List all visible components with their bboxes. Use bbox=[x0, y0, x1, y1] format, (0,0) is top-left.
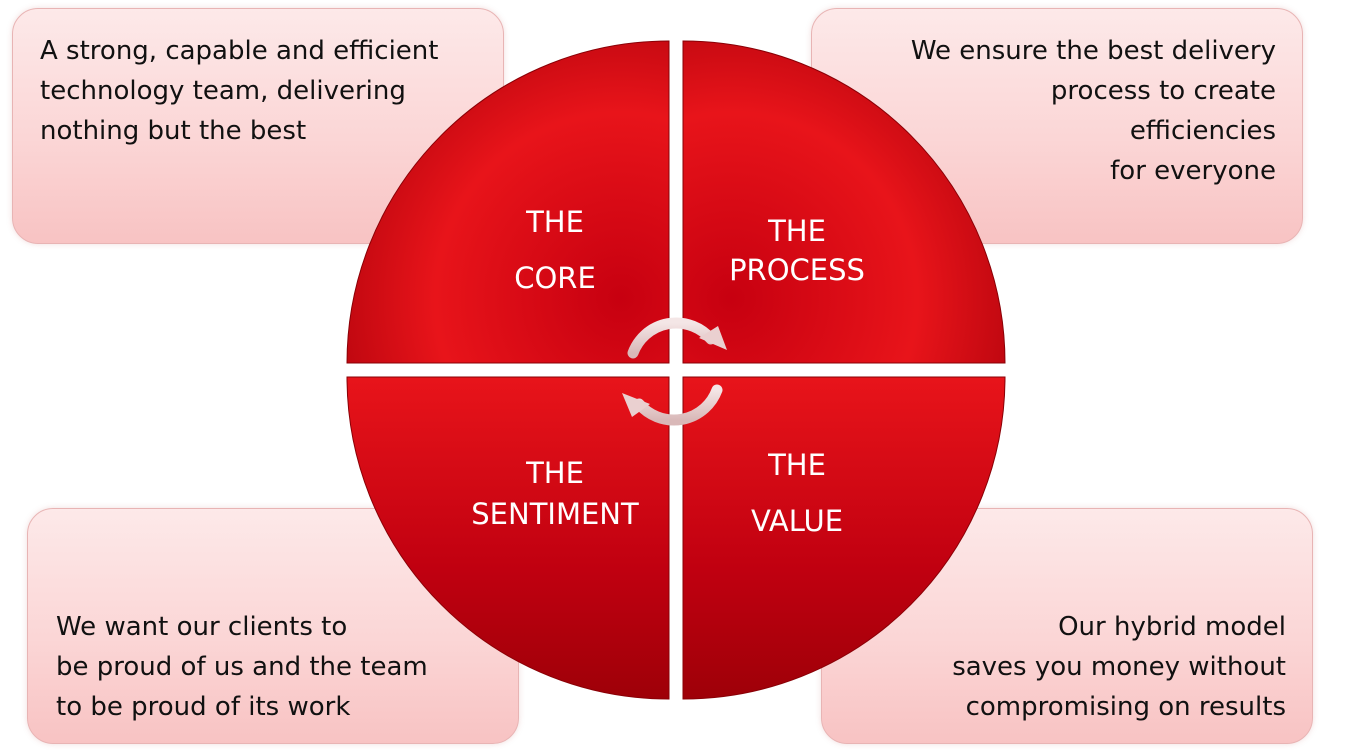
cycle-arrow-top-icon bbox=[627, 317, 717, 359]
quadrant-process bbox=[682, 40, 1006, 364]
description-process-text: We ensure the best delivery process to c… bbox=[910, 36, 1276, 186]
quadrant-value-label-line2: VALUE bbox=[751, 504, 843, 538]
quadrant-core-label-line1: THE bbox=[525, 205, 584, 239]
quadrant-process-label-line1: THE bbox=[767, 214, 826, 248]
quadrant-process-label-line2: PROCESS bbox=[729, 253, 865, 287]
quadrant-value bbox=[682, 376, 1006, 700]
description-core-text: A strong, capable and efficient technolo… bbox=[40, 36, 439, 146]
quadrant-core bbox=[346, 40, 670, 364]
cycle-arrow-top-head-icon bbox=[699, 326, 727, 350]
quadrant-wheel: THE CORE THE PROCESS THE SENTIMENT THE V… bbox=[346, 40, 1006, 700]
quadrant-core-label-line2: CORE bbox=[514, 261, 596, 295]
cycle-arrow-bottom-icon bbox=[633, 384, 723, 426]
description-value-text: Our hybrid model saves you money without… bbox=[952, 612, 1286, 722]
quadrant-sentiment bbox=[346, 376, 670, 700]
quadrant-sentiment-label-line2: SENTIMENT bbox=[471, 497, 639, 531]
quadrant-sentiment-label-line1: THE bbox=[525, 456, 584, 490]
cycle-arrows-icon bbox=[622, 317, 727, 426]
quadrant-value-label-line1: THE bbox=[767, 448, 826, 482]
description-sentiment-text: We want our clients to be proud of us an… bbox=[56, 612, 428, 722]
cycle-arrow-bottom-head-icon bbox=[622, 393, 650, 417]
description-box-core: A strong, capable and efficient technolo… bbox=[12, 8, 504, 244]
